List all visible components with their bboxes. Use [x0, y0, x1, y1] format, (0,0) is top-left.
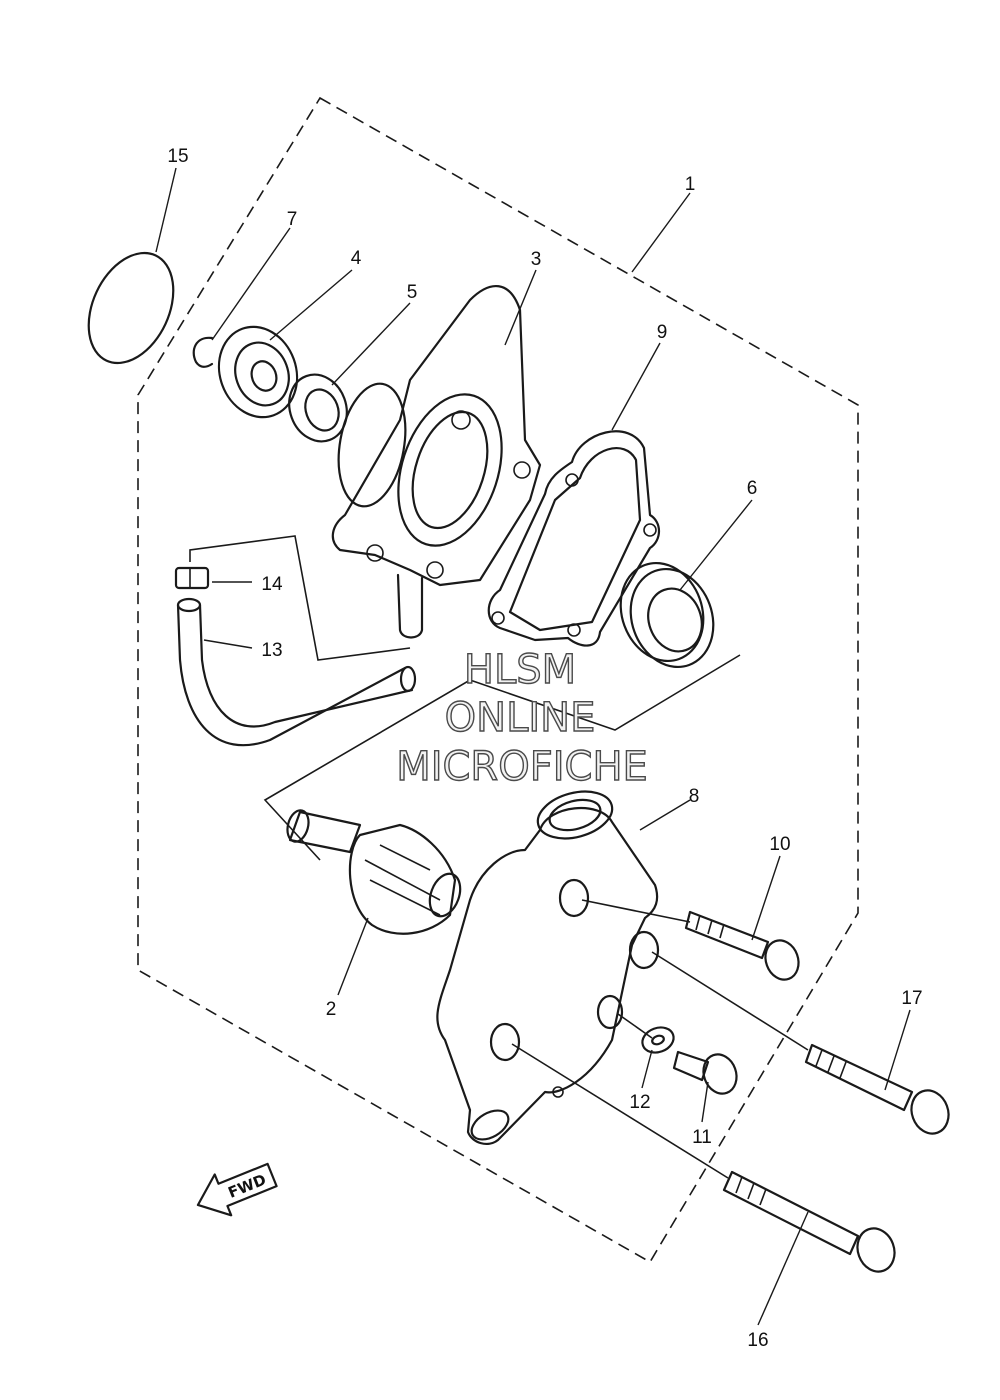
part-bearing[interactable]	[207, 316, 310, 428]
part-washer[interactable]	[639, 1023, 677, 1056]
part-hose-clamp[interactable]	[174, 566, 210, 590]
watermark: HLSM ONLINE MICROFICHE	[395, 646, 648, 790]
callout-15: 15	[167, 146, 188, 167]
part-housing-cover[interactable]	[330, 284, 542, 639]
callout-3: 3	[531, 249, 542, 270]
part-pump-housing[interactable]	[436, 784, 660, 1145]
callout-8: 8	[689, 786, 700, 807]
callout-17: 17	[901, 988, 922, 1009]
callout-7: 7	[287, 209, 298, 230]
callout-9: 9	[657, 322, 668, 343]
part-bolt-long-lower[interactable]	[722, 1170, 900, 1277]
watermark-line-2: ONLINE	[445, 695, 596, 741]
part-oil-seal[interactable]	[280, 366, 356, 449]
callout-10: 10	[769, 834, 790, 855]
watermark-line-3: MICROFICHE	[396, 744, 648, 790]
part-circlip[interactable]	[192, 336, 214, 368]
bracket-line	[263, 654, 741, 861]
callout-13: 13	[261, 640, 282, 661]
assembly-boundary	[137, 96, 859, 1264]
forward-direction-arrow: FWD	[196, 1162, 278, 1217]
callout-6: 6	[747, 478, 758, 499]
callout-2: 2	[326, 999, 337, 1020]
callout-5: 5	[407, 282, 418, 303]
center-line	[651, 951, 809, 1051]
part-mechanical-seal[interactable]	[607, 551, 726, 678]
center-line	[511, 1043, 729, 1179]
callout-1: 1	[685, 174, 696, 195]
bracket-line	[189, 535, 411, 661]
part-impeller-shaft[interactable]	[284, 808, 465, 935]
callout-14: 14	[261, 574, 283, 595]
center-line	[581, 899, 691, 923]
part-gasket[interactable]	[487, 430, 661, 647]
watermark-line-1: HLSM	[464, 647, 576, 693]
part-bolt-long-upper[interactable]	[804, 1043, 954, 1139]
part-short-bolt[interactable]	[672, 1050, 742, 1099]
center-line	[617, 1013, 653, 1039]
callout-16: 16	[747, 1330, 768, 1351]
callout-11: 11	[692, 1127, 712, 1148]
callout-12: 12	[629, 1092, 650, 1113]
part-o-ring[interactable]	[72, 239, 190, 376]
part-bolt-medium[interactable]	[684, 910, 804, 984]
callout-4: 4	[351, 248, 362, 269]
part-hose[interactable]	[176, 597, 417, 747]
